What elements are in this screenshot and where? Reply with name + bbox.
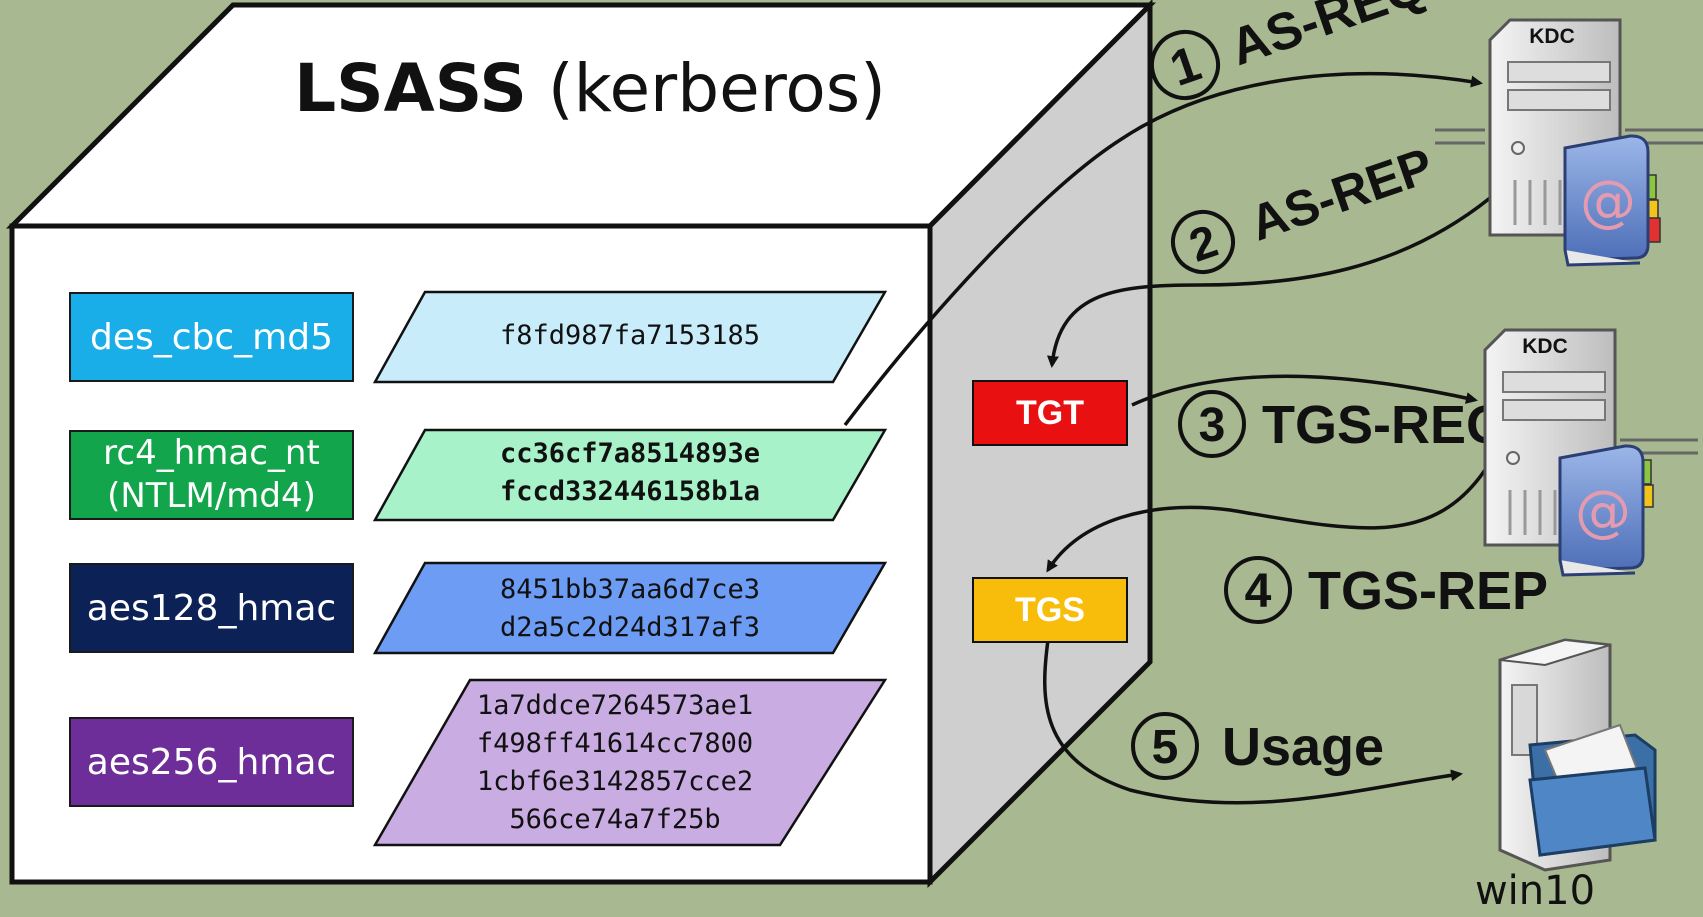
svg-text:@: @ (1575, 479, 1631, 544)
hash-shape-aes256 (372, 678, 888, 847)
hash-shape-rc4 (372, 428, 888, 522)
hash-des: f8fd987fa7153185 (430, 317, 830, 355)
step-1: 1 AS-REQ (1150, 0, 1433, 100)
kdc-server-1: KDC @ (1435, 18, 1703, 267)
hash-shapes (372, 290, 888, 847)
step-5-number: 5 (1152, 721, 1179, 774)
ticket-tgt: TGT (972, 380, 1128, 446)
svg-text:@: @ (1580, 169, 1636, 234)
hash-aes256-line-2: f498ff41614cc7800 (476, 728, 754, 759)
arrow-as-rep (1046, 196, 1492, 368)
step-1-number: 1 (1163, 35, 1208, 97)
hash-aes256: 1a7ddce7264573ae1 f498ff41614cc7800 1cbf… (415, 687, 815, 839)
ticket-tgs: TGS (972, 577, 1128, 643)
address-book-icon: @ (1563, 134, 1661, 267)
step-4-number: 4 (1245, 565, 1272, 618)
hash-aes256-line-1: 1a7ddce7264573ae1 (476, 690, 754, 721)
address-book-icon: @ (1558, 444, 1654, 577)
hash-shape-des (372, 290, 888, 384)
key-aes128-hmac: aes128_hmac (69, 563, 354, 653)
step-4: 4 TGS-REP (1224, 556, 1548, 624)
hash-rc4-line-1: cc36cf7a8514893e (499, 438, 761, 469)
arrow-tgs-req (1131, 374, 1478, 407)
hash-aes128-line-1: 8451bb37aa6d7ce3 (499, 574, 761, 605)
step-2-number: 2 (1183, 214, 1224, 271)
title-rest: (kerberos) (526, 50, 886, 127)
key-aes256-hmac: aes256_hmac (69, 717, 354, 807)
hash-aes128: 8451bb37aa6d7ce3 d2a5c2d24d317af3 (430, 571, 830, 647)
step-5: 5 Usage (1131, 712, 1384, 780)
hash-aes128-line-2: d2a5c2d24d317af3 (499, 612, 761, 643)
hash-rc4-line-2: fccd332446158b1a (499, 476, 761, 507)
arrow-usage (1043, 639, 1463, 805)
step-2: 2 AS-REP (1171, 137, 1440, 274)
step-3-label: TGS-REQ (1262, 395, 1508, 455)
kdc-2-label: KDC (1522, 335, 1568, 358)
hash-aes256-line-3: 1cbf6e3142857cce2 (476, 766, 754, 797)
step-2-circle (1171, 210, 1235, 274)
step-3: 3 TGS-REQ (1178, 390, 1508, 458)
workstation-icon (1498, 638, 1657, 872)
step-3-number: 3 (1199, 399, 1226, 452)
kdc-1-label: KDC (1529, 25, 1575, 48)
step-1-label: AS-REQ (1223, 0, 1433, 77)
step-2-label: AS-REP (1243, 137, 1440, 251)
hash-des-line-1: f8fd987fa7153185 (499, 320, 761, 351)
step-4-circle (1224, 556, 1292, 624)
page-title: LSASS (kerberos) (200, 50, 980, 127)
flow-arrows (843, 72, 1492, 805)
folder-icon (1528, 723, 1657, 857)
key-des-cbc-md5: des_cbc_md5 (69, 292, 354, 382)
key-rc4-hmac-nt: rc4_hmac_nt (NTLM/md4) (69, 430, 354, 520)
step-4-label: TGS-REP (1308, 561, 1548, 621)
step-5-circle (1131, 712, 1199, 780)
hash-aes256-line-4: 566ce74a7f25b (509, 804, 721, 835)
workstation-label: win10 (1474, 868, 1596, 914)
kdc-server-2: KDC @ (1483, 328, 1698, 577)
title-bold: LSASS (294, 50, 527, 127)
step-5-label: Usage (1222, 717, 1384, 777)
step-1-circle (1150, 30, 1220, 100)
hash-rc4: cc36cf7a8514893e fccd332446158b1a (430, 435, 830, 511)
hash-shape-aes128 (372, 561, 888, 655)
step-3-circle (1178, 390, 1246, 458)
arrow-tgs-rep (1046, 469, 1487, 573)
arrow-as-req (843, 72, 1483, 427)
